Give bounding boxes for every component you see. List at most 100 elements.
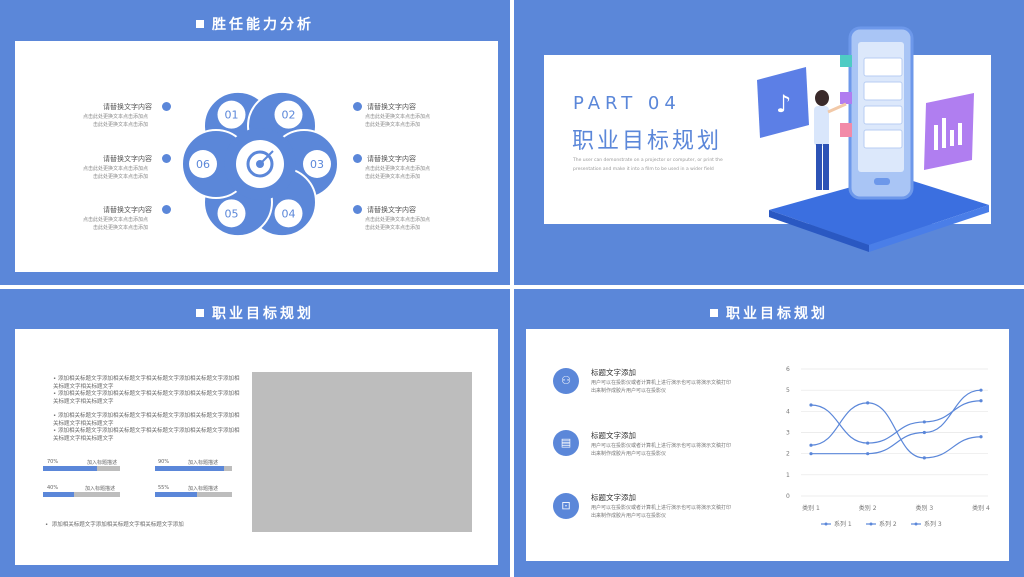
petal-number-bg <box>303 150 331 178</box>
part-heading: 职业目标规划 <box>572 129 723 154</box>
data-point <box>809 403 813 407</box>
progress-bar <box>43 466 120 471</box>
bullet-text: • 添加相关标题文字添加相关标题文字相关标题文字添加相关标题文字添加相关标题文字… <box>53 413 240 427</box>
petal-number-bg <box>217 100 246 129</box>
data-point <box>809 443 813 447</box>
data-point <box>922 430 926 435</box>
y-tick-label: 0 <box>786 493 790 500</box>
bullet-text: • 添加相关标题文字添加相关标题文字相关标题文字添加相关标题文字添加相关标题文字… <box>53 376 240 390</box>
network-icon: ⚇ <box>553 368 579 394</box>
item-description: 用户可以在投影仪或者计算机上进行演示也可以将演示文稿打印出来制作成胶片用户可以在… <box>591 380 732 394</box>
y-tick-label: 3 <box>786 430 790 437</box>
petal-number-bg <box>217 199 246 228</box>
progress-percent: 90% <box>158 459 170 465</box>
part-label: PART 04 <box>573 93 681 114</box>
right-item-label: 请替换文字内容 <box>367 103 416 111</box>
footer-text: • 添加相关标题文字添加相关标题文字相关标题文字添加 <box>45 522 184 528</box>
flower-diagram: 01 02 03 04 05 06 <box>181 90 339 238</box>
left-item-desc: 点击此处更换文本点击添加点击此处更换文本点击添加 <box>83 114 149 128</box>
bullet-dot <box>353 102 362 111</box>
phone-illustration: ♪ <box>757 26 989 252</box>
slide-part-04[interactable]: PART 04 职业目标规划 The user can demonstrate … <box>514 0 1024 285</box>
left-item-label: 请替换文字内容 <box>103 155 152 163</box>
progress-label: 加入标题描述 <box>188 486 219 492</box>
content-panel: ⚇ 标题文字添加 用户可以在投影仪或者计算机上进行演示也可以将演示文稿打印出来制… <box>526 329 1009 561</box>
y-tick-label: 6 <box>786 366 790 373</box>
legend-marker <box>914 522 918 526</box>
item-description: 用户可以在投影仪或者计算机上进行演示也可以将演示文稿打印出来制作成胶片用户可以在… <box>591 505 732 519</box>
content-panel: • 添加相关标题文字添加相关标题文字相关标题文字添加相关标题文字添加相关标题文字… <box>15 329 498 565</box>
petal-number: 06 <box>196 158 210 171</box>
slide-career-goals-1[interactable]: 职业目标规划 • 添加相关标题文字添加相关标题文字相关标题文字添加相关标题文字添… <box>0 289 510 577</box>
y-tick-label: 2 <box>786 451 790 458</box>
slide-title: 胜任能力分析 <box>0 14 510 34</box>
data-point <box>866 401 870 405</box>
progress-percent: 55% <box>158 485 170 491</box>
presentation-icon: ▤ <box>553 430 579 456</box>
progress-bar <box>155 492 232 497</box>
left-item-label: 请替换文字内容 <box>103 206 152 214</box>
bullet-dot <box>353 205 362 214</box>
legend-marker <box>869 522 873 526</box>
legend-marker <box>824 522 828 526</box>
legend-label: 系列 1 <box>834 520 852 528</box>
data-point <box>866 452 870 456</box>
petal-number-bg <box>274 199 303 228</box>
x-tick-label: 类别 2 <box>859 504 877 512</box>
data-point <box>809 452 813 456</box>
bullet-dot <box>162 102 171 111</box>
part-description: The user can demonstrate on a projector … <box>573 158 723 172</box>
bullet-dot <box>162 205 171 214</box>
series-line <box>810 389 982 455</box>
progress-percent: 40% <box>47 485 59 491</box>
data-point <box>922 420 926 424</box>
data-point <box>979 399 983 403</box>
slide-title: 职业目标规划 <box>514 303 1024 323</box>
bullet-dot <box>353 154 362 163</box>
left-item-desc: 点击此处更换文本点击添加点击此处更换文本点击添加 <box>83 217 149 231</box>
legend-label: 系列 3 <box>924 520 942 528</box>
data-point <box>922 456 926 460</box>
y-tick-label: 4 <box>786 408 790 415</box>
progress-label: 加入标题描述 <box>87 460 118 466</box>
slide-competency[interactable]: 胜任能力分析 01 02 03 04 05 06 请替换文字内容 点击此处更换文本点击添加… <box>0 0 510 285</box>
progress-label: 加入标题描述 <box>188 460 219 466</box>
bullet-text: • 添加相关标题文字添加相关标题文字相关标题文字添加相关标题文字添加相关标题文字… <box>53 391 240 405</box>
petal-number: 05 <box>225 207 239 220</box>
left-item-desc: 点击此处更换文本点击添加点击此处更换文本点击添加 <box>83 166 149 180</box>
legend-label: 系列 2 <box>879 520 897 528</box>
item-heading: 标题文字添加 <box>591 493 636 502</box>
board-icon: ⊡ <box>553 493 579 519</box>
progress-label: 加入标题描述 <box>85 486 116 492</box>
image-placeholder[interactable] <box>252 372 472 532</box>
data-point <box>866 441 870 445</box>
x-tick-label: 类别 1 <box>802 504 820 512</box>
bullet-dot <box>162 154 171 163</box>
petal-number-bg <box>189 150 217 178</box>
content-panel: 01 02 03 04 05 06 请替换文字内容 点击此处更换文本点击添加点击此处更换文… <box>15 41 498 272</box>
slide-career-goals-2[interactable]: 职业目标规划 ⚇ 标题文字添加 用户可以在投影仪或者计算机上进行演示也可以将演示… <box>514 289 1024 577</box>
slide-title: 职业目标规划 <box>0 303 510 323</box>
right-item-desc: 点击此处更换文本点击添加点击此处更换文本点击添加 <box>365 217 431 231</box>
item-heading: 标题文字添加 <box>591 431 636 440</box>
right-item-label: 请替换文字内容 <box>367 155 416 163</box>
data-point <box>979 435 983 439</box>
x-tick-label: 类别 4 <box>972 504 990 512</box>
x-tick-label: 类别 3 <box>915 504 933 512</box>
progress-percent: 70% <box>47 459 59 465</box>
y-tick-label: 5 <box>786 387 790 394</box>
svg-text:♪: ♪ <box>776 90 791 118</box>
right-item-desc: 点击此处更换文本点击添加点击此处更换文本点击添加 <box>365 114 431 128</box>
progress-bar <box>155 466 232 471</box>
right-item-desc: 点击此处更换文本点击添加点击此处更换文本点击添加 <box>365 166 431 180</box>
series-line <box>810 402 982 459</box>
petal-number: 03 <box>310 158 324 171</box>
petal-number: 04 <box>282 207 296 220</box>
item-heading: 标题文字添加 <box>591 368 636 377</box>
right-item-label: 请替换文字内容 <box>367 206 416 214</box>
petal-number: 02 <box>282 109 296 122</box>
petal-number: 01 <box>225 109 239 122</box>
left-item-label: 请替换文字内容 <box>103 103 152 111</box>
item-description: 用户可以在投影仪或者计算机上进行演示也可以将演示文稿打印出来制作成胶片用户可以在… <box>591 443 732 457</box>
